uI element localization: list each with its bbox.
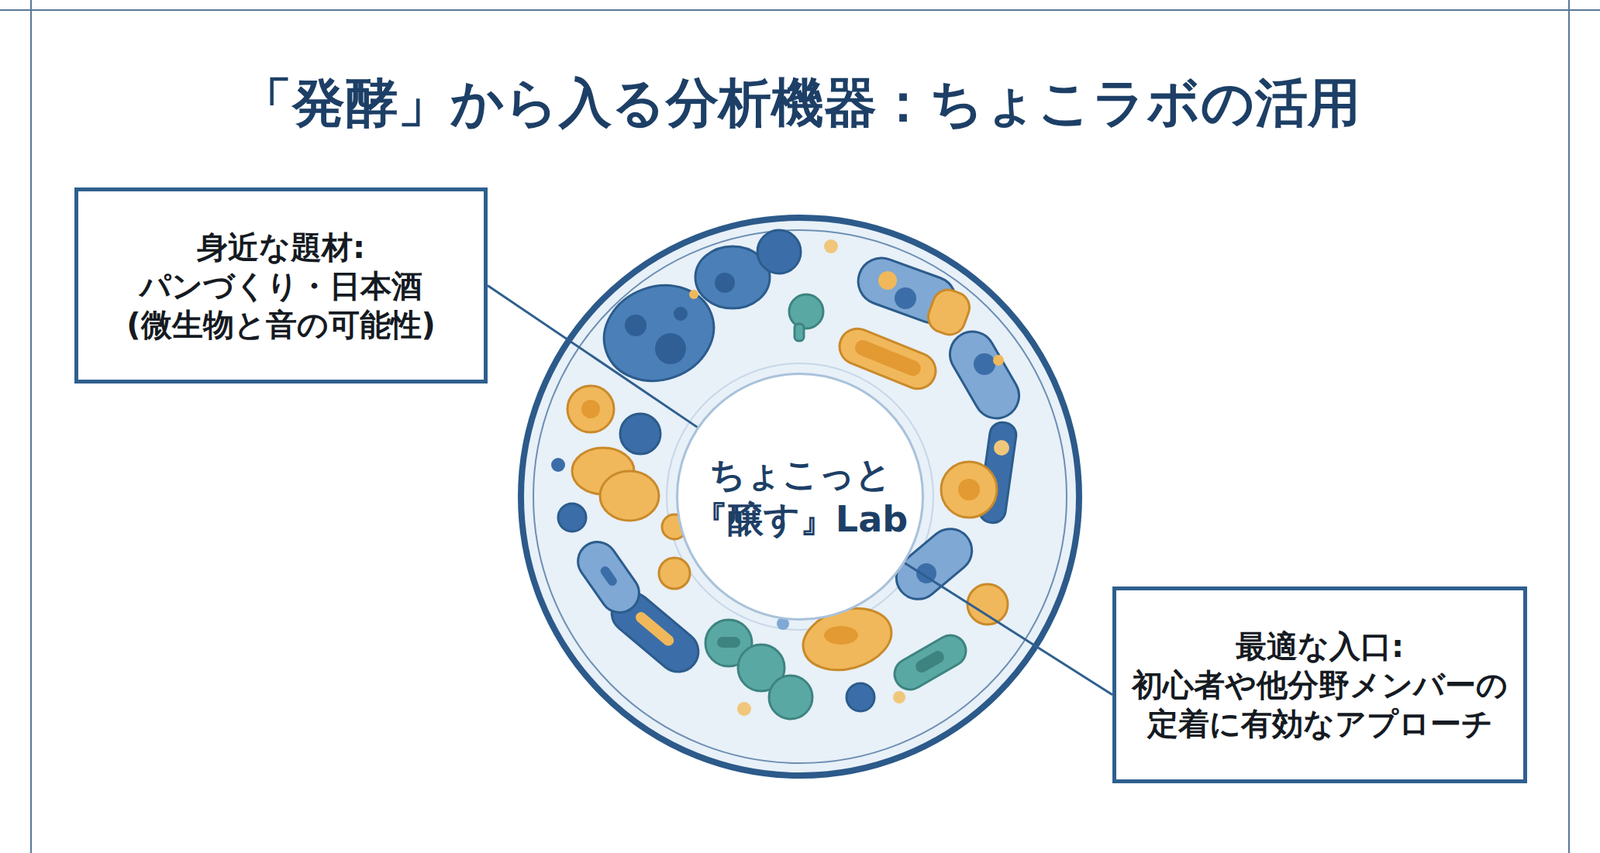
- leader-line: [487, 286, 697, 428]
- microbes: [551, 230, 1028, 720]
- inner-rim: [666, 363, 934, 631]
- frame-line: [0, 9, 1600, 11]
- callout-box: 身近な題材:パンづくり・日本酒 (微生物と音の可能性): [74, 187, 488, 384]
- dish-rim: [533, 230, 1067, 764]
- center-circle: ちょこっと 『醸す』Lab: [675, 372, 925, 621]
- circle-label: ちょこっと 『醸す』Lab: [687, 451, 913, 542]
- frame-line: [30, 0, 32, 853]
- title-text: 「発酵」から入る分析機器：ちょこラボの活用: [0, 68, 1600, 138]
- leader-line: [904, 563, 1113, 696]
- petri-dish: [520, 217, 1080, 776]
- box-body: パンづくり・日本酒 (微生物と音の可能性): [89, 266, 473, 345]
- box-heading: 最適な入口:: [1235, 627, 1404, 666]
- box-body: 初心者や他分野メンバーの 定着に有効なアプローチ: [1127, 665, 1513, 744]
- frame-line: [1568, 0, 1570, 853]
- callout-box: 最適な入口:初心者や他分野メンバーの 定着に有効なアプローチ: [1112, 586, 1528, 784]
- box-heading: 身近な題材:: [196, 227, 366, 267]
